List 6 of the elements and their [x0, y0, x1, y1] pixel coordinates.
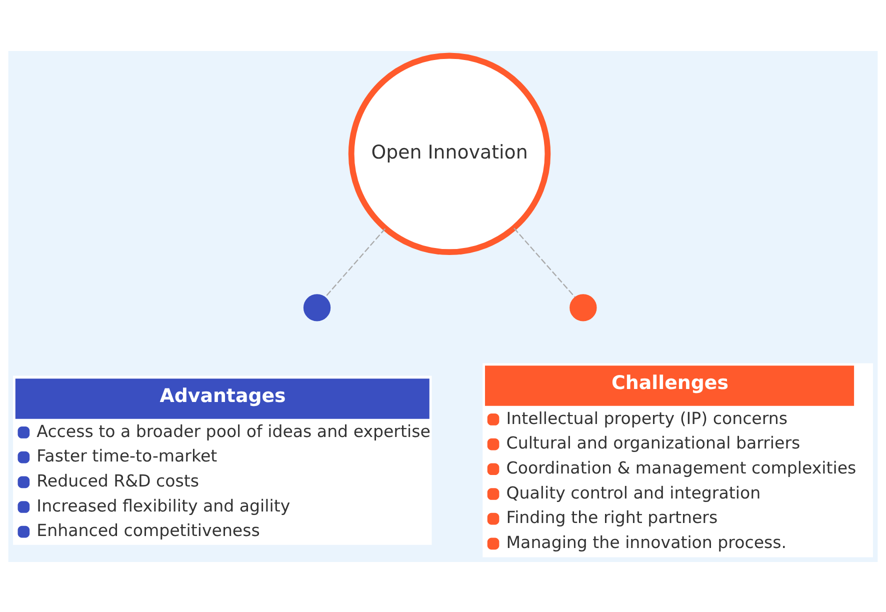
connector — [324, 228, 386, 298]
node-circle — [570, 294, 597, 321]
node-box: Challenges Intellectual property (IP) concerns Cultural and organizational barriers Coordination & management complexities Quality control and integration Finding the right partners Managing the innovation process. — [482, 362, 873, 557]
connector — [514, 227, 576, 297]
node-circle: Open Innovation — [348, 52, 551, 255]
node-circle — [303, 294, 331, 321]
